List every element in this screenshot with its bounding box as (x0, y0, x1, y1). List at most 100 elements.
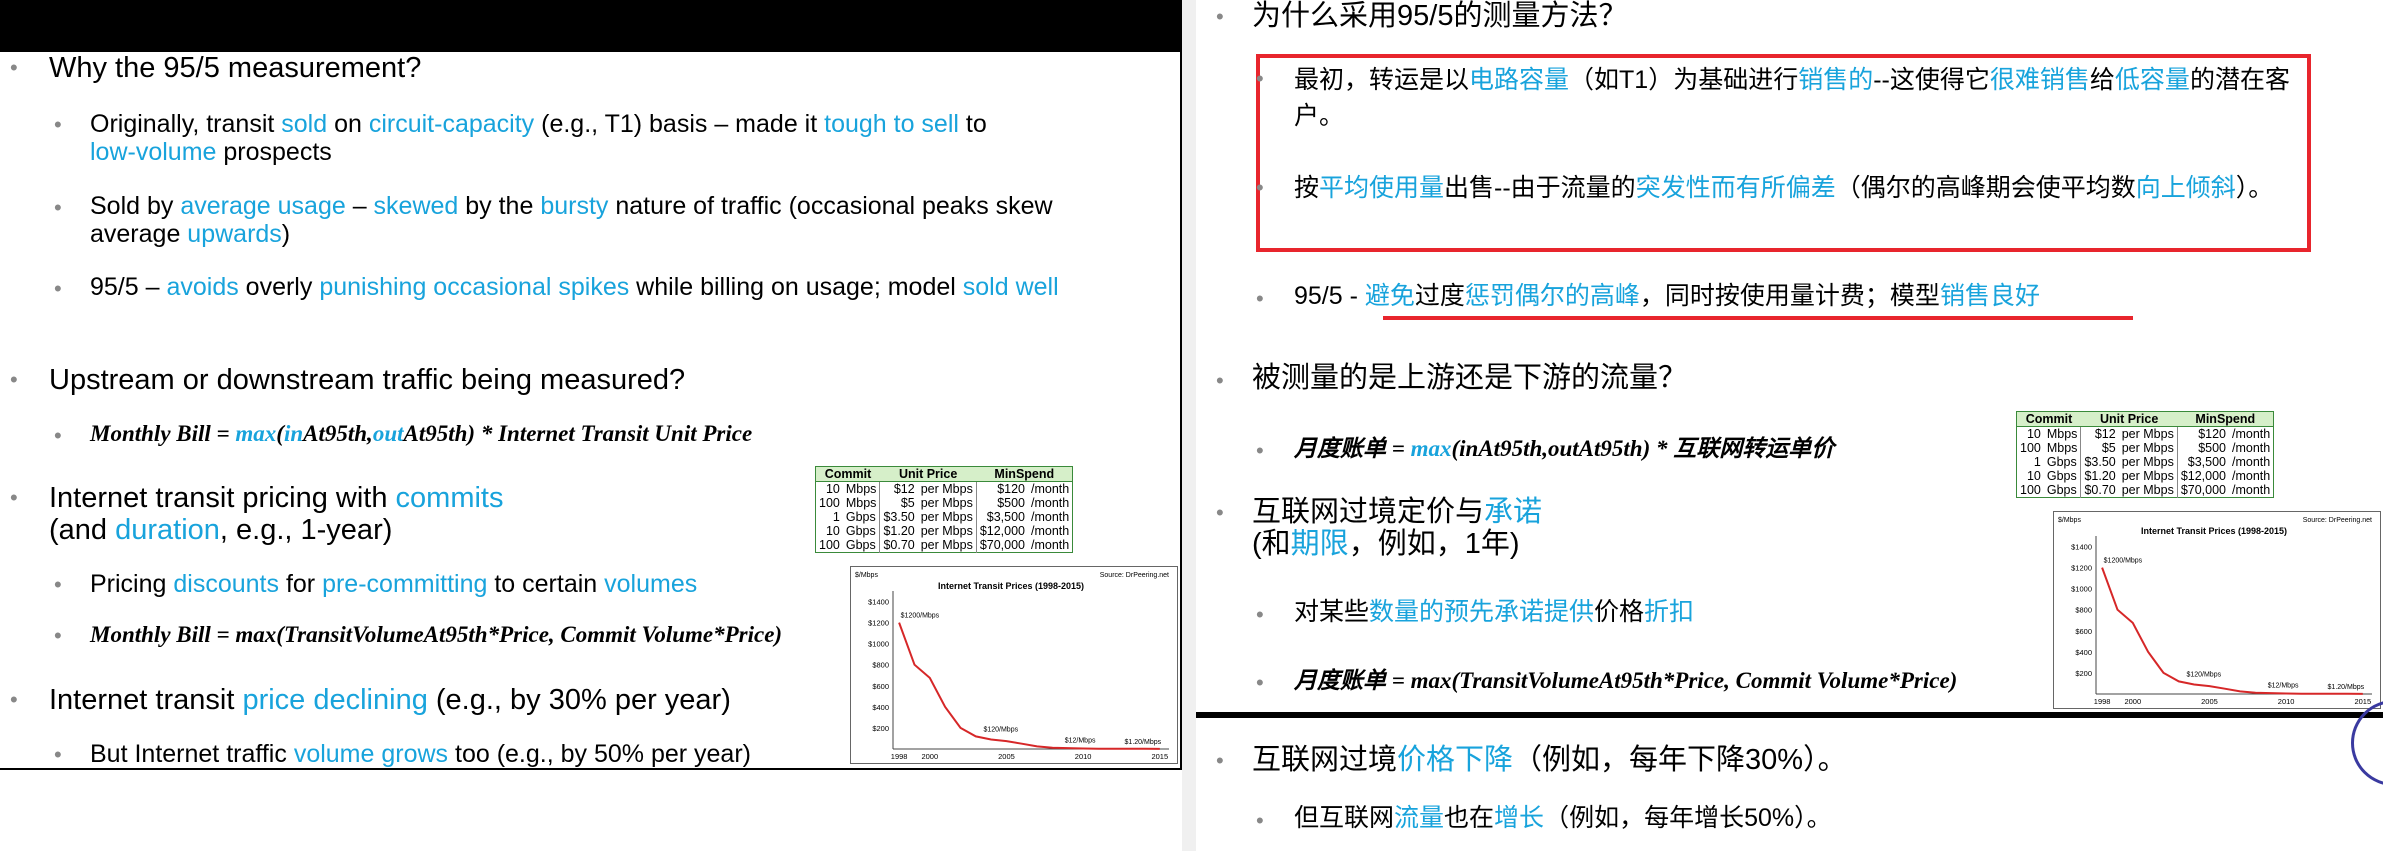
heading-upstream-downstream: 被测量的是上游还是下游的流量？ (1252, 362, 1688, 394)
table-cell: per Mbps (920, 482, 973, 496)
sub-bullet-average-usage: Sold by average usage – skewed by the bu… (90, 192, 1053, 248)
table-cell: 100 (819, 538, 840, 552)
table-header-cell: MinSpend (976, 466, 1073, 482)
table-header-cell: Unit Price (879, 466, 977, 482)
bullet-dot: • (1216, 4, 1224, 29)
y-tick-label: $800 (2075, 606, 2092, 615)
bullet-dot: • (54, 276, 62, 301)
table-cell: /month (2232, 483, 2271, 497)
table-cell: 10 (825, 524, 840, 538)
data-annotation: $12/Mbps (1065, 738, 1096, 745)
table-cell: Mbps (845, 482, 877, 496)
table-header-cell: Commit (815, 466, 880, 482)
y-tick-label: $400 (872, 703, 889, 712)
heading-price-declining: 互联网过境价格下降（例如，每年下降30%）。 (1252, 744, 1847, 776)
table-cell: $12,000 (975, 524, 1029, 538)
table-header-cell: MinSpend (2177, 411, 2274, 427)
y-tick-label: $1200 (868, 619, 889, 628)
table-cell: $500 (2176, 441, 2230, 455)
data-annotation: $120/Mbps (2186, 671, 2221, 678)
table-cell: Gbps (2046, 455, 2077, 469)
table-cell: Mbps (845, 496, 877, 510)
x-tick-label: 1998 (2094, 697, 2111, 706)
bullet-dot: • (10, 485, 18, 510)
table-cell: 100 (819, 496, 840, 510)
y-tick-label: $800 (872, 661, 889, 670)
table-cell: per Mbps (920, 538, 973, 552)
table-cell: $12,000 (2176, 469, 2230, 483)
sub-bullet-pricing-discounts: Pricing discounts for pre-committing to … (90, 570, 698, 598)
table-cell: Gbps (845, 510, 876, 524)
bullet-dot: • (54, 112, 62, 137)
y-tick-label: $1000 (868, 640, 889, 649)
table-cell: Gbps (2046, 483, 2077, 497)
data-annotation: $1200/Mbps (901, 613, 940, 620)
table-cell: per Mbps (2121, 441, 2174, 455)
y-axis-label: $/Mbps (2058, 517, 2081, 524)
x-tick-label: 2010 (2278, 697, 2295, 706)
table-cell: $70,000 (975, 538, 1029, 553)
data-annotation: $1.20/Mbps (1125, 739, 1162, 746)
top-black-bar (0, 0, 1182, 52)
x-tick-label: 2015 (2354, 697, 2371, 706)
sub-bullet-volume-grows: 但互联网流量也在增长（例如，每年增长50%）。 (1294, 804, 1832, 832)
y-tick-label: $1400 (2071, 543, 2092, 552)
y-tick-label: $400 (2075, 648, 2092, 657)
monthly-bill-formula-1: 月度账单 = max(inAt95th,outAt95th) * 互联网转运单价 (1294, 436, 1835, 461)
y-tick-label: $200 (2075, 669, 2092, 678)
table-cell: $1.20 (879, 524, 918, 538)
bullet-dot: • (54, 195, 62, 220)
table-cell: /month (2232, 455, 2271, 469)
monthly-bill-formula-1: Monthly Bill = max(inAt95th,outAt95th) *… (90, 421, 753, 446)
transit-price-chart: Internet Transit Prices (1998-2015)Sourc… (2053, 511, 2381, 709)
y-axis-label: $/Mbps (855, 572, 878, 579)
data-annotation: $1.20/Mbps (2328, 684, 2365, 691)
y-tick-label: $1000 (2071, 585, 2092, 594)
bullet-dot: • (1216, 748, 1224, 773)
bullet-dot: • (1256, 670, 1264, 695)
chart-source: Source: DrPeering.net (2303, 517, 2372, 524)
x-tick-label: 2010 (1075, 752, 1092, 761)
bullet-dot: • (54, 572, 62, 597)
bullet-dot: • (1256, 602, 1264, 627)
table-cell: $3,500 (2176, 455, 2230, 469)
sub-bullet-volume-grows: But Internet traffic volume grows too (e… (90, 740, 751, 768)
table-cell: $70,000 (2176, 483, 2230, 498)
chinese-slide: • 为什么采用95/5的测量方法？ • 最初，转运是以电路容量（如T1）为基础进… (1196, 0, 2383, 851)
chart-title: Internet Transit Prices (1998-2015) (938, 581, 1084, 591)
table-cell: /month (2232, 469, 2271, 483)
chart-source: Source: DrPeering.net (1100, 572, 1169, 579)
bullet-dot: • (1256, 66, 1264, 91)
bullet-dot: • (10, 367, 18, 392)
table-cell: $120 (2176, 426, 2230, 441)
table-cell: per Mbps (2121, 427, 2174, 441)
table-cell: $120 (975, 481, 1029, 496)
price-series-line (2101, 567, 2363, 695)
sub-bullet-originally: 最初，转运是以电路容量（如T1）为基础进行销售的--这使得它很难销售给低容量的潜… (1294, 66, 2290, 131)
table-cell: per Mbps (920, 524, 973, 538)
table-cell: /month (1031, 496, 1070, 510)
bullet-dot: • (1256, 808, 1264, 833)
table-cell: $3.50 (2080, 455, 2119, 469)
y-tick-label: $600 (872, 682, 889, 691)
monthly-bill-formula-2: Monthly Bill = max(TransitVolumeAt95th*P… (90, 622, 783, 647)
table-cell: $12 (2080, 426, 2119, 441)
x-tick-label: 1998 (891, 752, 908, 761)
table-cell: Gbps (845, 524, 876, 538)
sub-bullet-average-usage: 按平均使用量出售--由于流量的突发性而有所偏差（偶尔的高峰期会使平均数向上倾斜）… (1294, 174, 2274, 202)
bullet-dot: • (1216, 500, 1224, 525)
table-cell: $3,500 (975, 510, 1029, 524)
table-cell: $0.70 (2080, 483, 2119, 498)
x-tick-label: 2005 (2201, 697, 2218, 706)
table-cell: /month (1031, 510, 1070, 524)
sub-bullet-95-5-avoids: 95/5 – avoids overly punishing occasiona… (90, 273, 1059, 301)
price-series-line (898, 622, 1160, 750)
